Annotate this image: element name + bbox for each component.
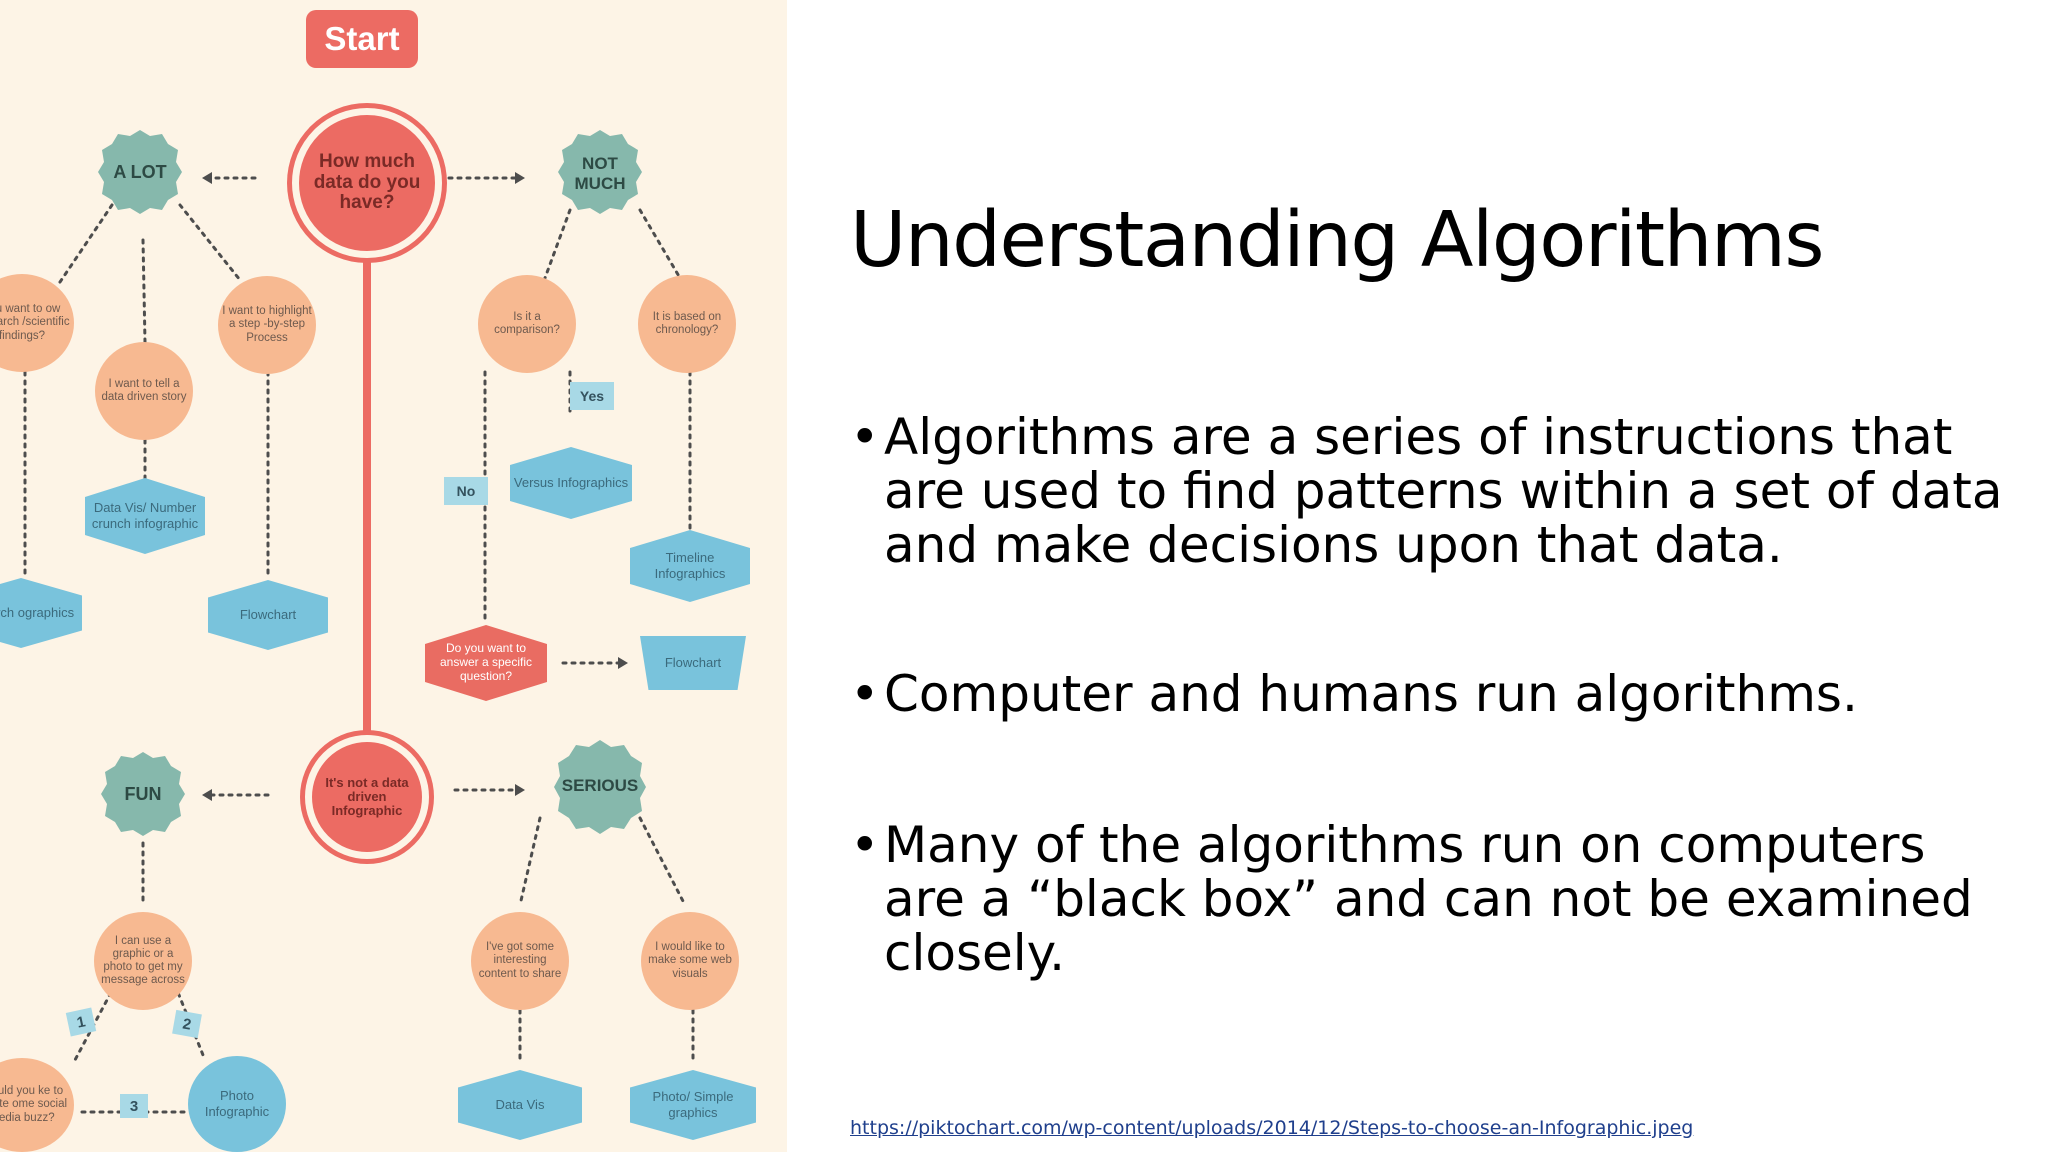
slide-title: Understanding Algorithms xyxy=(850,196,1825,285)
bullet-dot: • xyxy=(850,408,880,466)
timeline-result: Timeline Infographics xyxy=(630,530,750,602)
comparison-question: Is it a comparison? xyxy=(478,275,576,373)
fun-badge xyxy=(101,752,185,836)
bullet-dot: • xyxy=(850,665,880,723)
infographic-flowchart: Start How much data do you have? A LOT N… xyxy=(0,0,787,1152)
flowchart-connectors xyxy=(23,130,695,1114)
bullet-text: Algorithms are a series of instructions … xyxy=(884,408,2003,574)
not-much-badge xyxy=(558,130,642,214)
serious-label: SERIOUS xyxy=(561,776,639,795)
no-label: No xyxy=(444,477,488,505)
path-3-label: 3 xyxy=(120,1094,148,1118)
graphic-photo-question: I can use a graphic or a photo to get my… xyxy=(94,912,192,1010)
bullet-text: Many of the algorithms run on computers … xyxy=(884,816,1973,982)
not-much-label: NOT MUCH xyxy=(574,154,626,193)
bullet-item: • Algorithms are a series of instruction… xyxy=(850,410,2010,572)
start-box: Start xyxy=(306,10,418,68)
web-visuals-question: I would like to make some web visuals xyxy=(641,912,739,1010)
interesting-content-question: I've got some interesting content to sha… xyxy=(471,912,569,1010)
yes-label: Yes xyxy=(570,382,614,410)
a-lot-badge xyxy=(98,130,182,214)
step-process-question: I want to highlight a step -by-step Proc… xyxy=(218,276,316,374)
specific-question: Do you want to answer a specific questio… xyxy=(425,625,547,701)
bullet-text: Computer and humans run algorithms. xyxy=(884,665,1858,723)
bullet-dot: • xyxy=(850,816,880,874)
flowchart-left-result: Flowchart xyxy=(208,580,328,650)
flowchart-right-result: Flowchart xyxy=(640,636,746,690)
photo-infographic-result: Photo Infographic xyxy=(188,1056,286,1152)
source-link[interactable]: https://piktochart.com/wp-content/upload… xyxy=(850,1117,1694,1139)
data-story-question: I want to tell a data driven story xyxy=(95,342,193,440)
bullet-item: • Many of the algorithms run on computer… xyxy=(850,818,2010,980)
a-lot-label: A LOT xyxy=(113,161,167,182)
chronology-question: It is based on chronology? xyxy=(638,275,736,373)
question-circle: How much data do you have? xyxy=(292,108,442,258)
path-2-label: 2 xyxy=(172,1009,202,1039)
serious-badge xyxy=(554,740,646,834)
fun-label: FUN xyxy=(124,783,162,804)
bullet-item: • Computer and humans run algorithms. xyxy=(850,667,2010,721)
slide-content: Understanding Algorithms • Algorithms ar… xyxy=(850,0,2030,1152)
not-data-driven-circle: It's not a data driven Infographic xyxy=(305,735,429,859)
